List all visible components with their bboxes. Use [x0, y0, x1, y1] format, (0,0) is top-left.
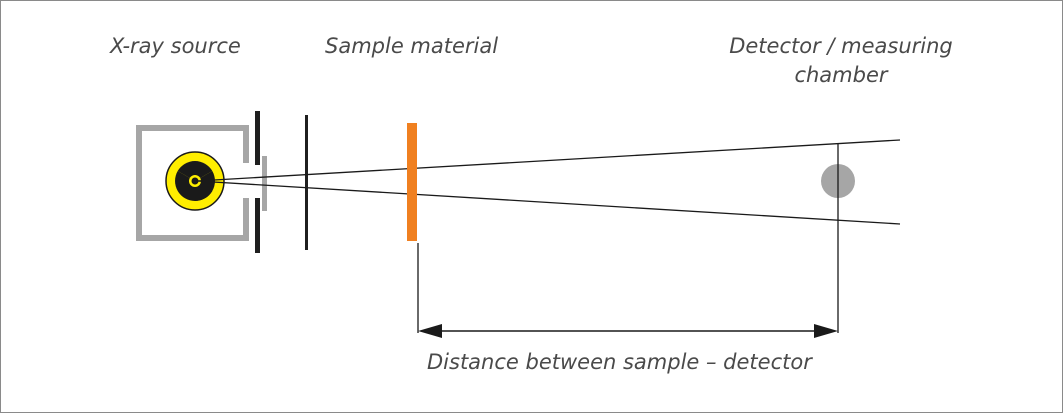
aperture-plate [305, 115, 308, 250]
beam-line-lower [196, 180, 901, 225]
window-filter [262, 156, 267, 211]
distance-arrowhead-right [814, 324, 838, 338]
collimator-plate-lower [255, 198, 260, 253]
sample-plate [407, 123, 417, 241]
radiation-trefoil-icon [165, 151, 225, 211]
xray-tube-housing [136, 125, 267, 241]
collimator-plate-upper [255, 111, 260, 165]
detector-label: Detector / measuring chamber [729, 34, 953, 87]
distance-label: Distance between sample – detector [427, 350, 812, 374]
beam-line-upper [196, 139, 901, 182]
xray-source-label: X-ray source [110, 34, 241, 58]
distance-arrowhead-left [418, 324, 442, 338]
sample-material-label: Sample material [325, 34, 499, 58]
